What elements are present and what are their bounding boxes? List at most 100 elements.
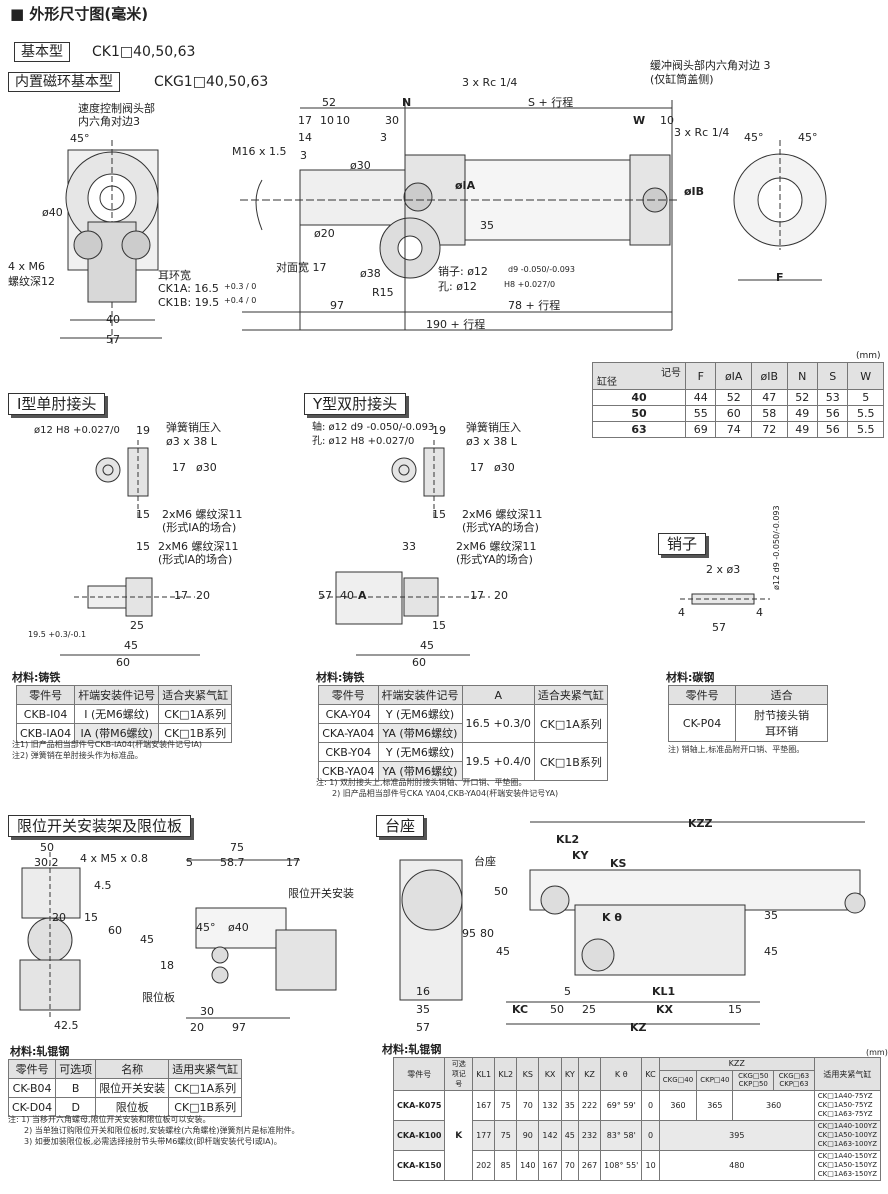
table-cell: CKB-YA04 (318, 761, 379, 781)
table-cell: CK□1A系列 (158, 704, 233, 724)
dim-table-header: F (684, 362, 717, 390)
table-cell: 108° 55' (600, 1150, 643, 1181)
table-cell: 0 (641, 1090, 660, 1121)
dim-10-b: 10 (336, 114, 350, 127)
label-flat-17: 对面宽 17 (276, 261, 327, 274)
table-cell: 56 (816, 421, 849, 438)
dim-table-header: N (786, 362, 818, 390)
dim-50: 50 (40, 841, 54, 854)
label-pin-d12: 销子: ø12 (438, 265, 488, 278)
y-joint-note: 注: 1) 双肘接头上,标准品附肘接头销轴、开口销、平垫圈。 (316, 778, 527, 787)
table-header: CKG□40 (658, 1069, 698, 1092)
fit-line: CK□1A40-150YZ (817, 1152, 877, 1160)
dim-r15: R15 (372, 286, 394, 299)
label-pin-tolerance: d9 -0.050/-0.093 (508, 265, 575, 274)
dim-10-right: 10 (660, 114, 674, 127)
table-header: 适用夹紧气缸 (168, 1059, 243, 1079)
dim-33: 33 (402, 540, 416, 553)
dim-190-stroke: 190 + 行程 (426, 318, 486, 331)
dim-10-a: 10 (320, 114, 334, 127)
table-cell: CKA-YA04 (318, 723, 379, 743)
label-base: 台座 (474, 855, 496, 868)
table-header: 杆端安装件记号 (74, 685, 160, 705)
label-angle-45-r1: 45° (744, 131, 764, 144)
table-cell: CKA-K100 (392, 1120, 446, 1151)
dim-57: 57 (318, 589, 332, 602)
dim-35: 35 (480, 219, 494, 232)
dim-F: F (776, 271, 784, 284)
dim-d30: ø30 (494, 461, 515, 474)
table-cell: 74 (715, 421, 752, 438)
dim-table-unit: (mm) (856, 351, 881, 361)
page-title: ■ 外形尺寸图(毫米) (10, 5, 149, 23)
dim-S-stroke: S + 行程 (528, 96, 574, 109)
table-cell: 10 (641, 1150, 660, 1181)
type-basic-models: CK1□40,50,63 (92, 44, 196, 60)
dim-KZZ: KZZ (688, 817, 713, 830)
label-spring-pin-size: ø3 x 38 L (166, 435, 217, 448)
dim-17: 17 (286, 856, 300, 869)
table-cell: 232 (577, 1120, 602, 1151)
label-spring-pin: 弹簧销压入 (466, 421, 521, 434)
dim-14: 14 (298, 131, 312, 144)
bore-cell: 50 (592, 405, 686, 422)
table-cell: 16.5 +0.3/0 (461, 704, 535, 743)
dim-KX: KX (656, 1003, 674, 1016)
dim-17: 17 (298, 114, 312, 127)
dim-15: 15 (432, 508, 446, 521)
table-cell: 167 (472, 1090, 496, 1121)
dim-3-b: 3 (300, 149, 307, 162)
dim-d38: ø38 (360, 267, 381, 280)
dim-18: 18 (160, 959, 174, 972)
dim-KZ: KZ (630, 1021, 647, 1034)
label-m6-thread: 2xM6 螺纹深11 (462, 508, 543, 521)
type-basic-label: 基本型 (14, 42, 70, 62)
table-cell: 90 (516, 1120, 540, 1151)
table-header: KC (641, 1057, 660, 1091)
dim-78-stroke: 78 + 行程 (508, 299, 561, 312)
dim-A: A (358, 589, 367, 602)
label-m6-thread: 2xM6 螺纹深11 (162, 508, 243, 521)
label-angle-45: 45° (196, 921, 216, 934)
table-header: CKG□50 CKP□50 (732, 1069, 775, 1092)
dim-20: 20 (494, 589, 508, 602)
dim-95: 95 (462, 927, 476, 940)
label-d12: ø12 H8 +0.027/0 (34, 425, 120, 436)
table-header: A (461, 685, 535, 705)
table-cell: 5 (847, 389, 884, 406)
fit-line: CK□1A50-100YZ (817, 1131, 877, 1139)
dim-50: 50 (494, 885, 508, 898)
dim-table-corner: 记号 缸径 (592, 362, 686, 390)
fit-line: CK□1A63-150YZ (817, 1170, 877, 1178)
table-row: 40 44 52 47 52 53 5 (592, 389, 884, 406)
label-cushion-note: (仅缸筒盖侧) (650, 73, 714, 86)
fit-line: CK□1A40-100YZ (817, 1122, 877, 1130)
dim-5: 5 (564, 985, 571, 998)
table-cell: 360 (658, 1090, 698, 1121)
table-cell: 69 (684, 421, 717, 438)
table-cell: I (无M6螺纹) (74, 704, 160, 724)
table-cell: 肘节接头销耳环销 (735, 704, 828, 742)
dim-45: 45 (496, 945, 510, 958)
table-cell: CKA-K075 (392, 1090, 446, 1121)
table-cell: 5.5 (847, 421, 884, 438)
table-cell: CK-B04 (7, 1078, 57, 1098)
dim-60: 60 (412, 656, 426, 669)
dim-table-header: W (847, 362, 884, 390)
dim-17-b: 17 (174, 589, 188, 602)
label-ia-case-b: (形式IA的场合) (158, 553, 233, 566)
dim-5: 5 (186, 856, 193, 869)
y-joint-note: 2) 旧产品相当部件号CKA YA04,CKB-YA04(杆端安装件记号YA) (332, 789, 559, 798)
dim-KY: KY (572, 849, 589, 862)
table-cell: IA (带M6螺纹) (74, 723, 160, 743)
dim-17: 17 (470, 461, 484, 474)
table-header: K θ (600, 1057, 643, 1091)
table-header: 适合 (735, 685, 828, 705)
